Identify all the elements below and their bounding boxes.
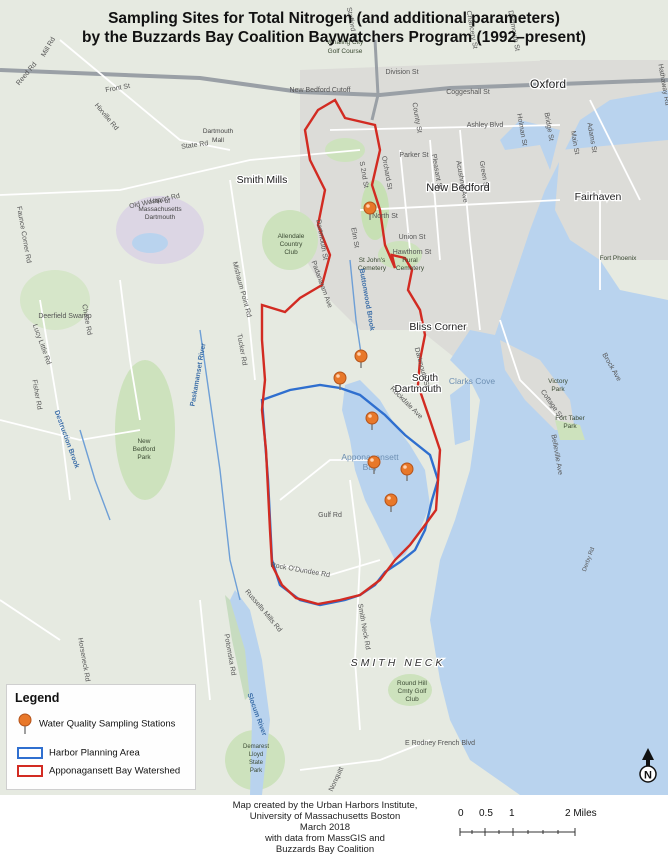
watershed-swatch — [17, 765, 43, 777]
map-label-park: Rural — [402, 257, 418, 264]
harbor-swatch — [17, 747, 43, 759]
map-label-road: Front St — [105, 83, 131, 94]
map-label-road: Green St — [478, 160, 490, 189]
map-label-park: Park — [551, 386, 565, 393]
sampling-station-marker-icon[interactable] — [365, 411, 379, 430]
map-label-town: New Bedford — [426, 182, 490, 194]
map-label-town: Dartmouth — [395, 384, 442, 395]
credit-line: with data from MassGIS and — [265, 833, 385, 844]
map-label-park: Cemetery — [396, 265, 425, 272]
map-label-road: Hawthorn St — [393, 249, 432, 256]
legend-title: Legend — [15, 691, 60, 705]
sampling-station-marker-icon[interactable] — [363, 201, 377, 220]
scale-label: 0.5 — [479, 808, 493, 819]
scale-bar: 0 0.5 1 2 Miles — [455, 808, 655, 844]
map-label-small: Dartmouth — [203, 128, 234, 135]
map-label-park: Lloyd — [249, 752, 263, 758]
legend-panel: Legend Water Quality Sampling Stations H… — [6, 684, 196, 790]
map-label-road: S 2nd St — [358, 161, 370, 189]
map-label-park: Fort Taber — [555, 415, 585, 422]
map-label-small: Mall — [212, 137, 224, 144]
map-credit: Map created by the Urban Harbors Institu… — [210, 800, 440, 855]
map-label-town: Fairhaven — [575, 191, 622, 203]
map-label-town: South — [412, 373, 438, 384]
map-label-small: Dartmouth — [145, 214, 176, 221]
sampling-station-marker-icon[interactable] — [384, 493, 398, 512]
map-label-road: Parker St — [399, 152, 428, 159]
map-label-town: Oxford — [530, 77, 566, 91]
scale-label: 2 Miles — [565, 808, 597, 819]
legend-item-label: Water Quality Sampling Stations — [39, 718, 176, 730]
credit-line: Buzzards Bay Coalition — [275, 844, 375, 855]
map-label-park: Victory — [548, 378, 568, 385]
map-label-road: Deerfield Swamp — [38, 313, 91, 320]
map-label-road: North St — [372, 213, 398, 220]
map-label-park: Cemetery — [358, 265, 387, 272]
map-label-road: E Rodney French Blvd — [405, 740, 475, 747]
map-label-park: Demarest — [243, 744, 269, 750]
map-label-park: New — [137, 438, 150, 445]
legend-item-watershed: Apponagansett Bay Watershed — [17, 765, 180, 777]
map-label-road: Union St — [399, 234, 426, 241]
map-label-road: Gulf Rd — [318, 512, 342, 519]
map-label-road: Hathaway Rd — [656, 63, 668, 106]
credit-line: March 2018 — [299, 822, 351, 833]
map-label-road: Division St — [385, 69, 418, 76]
legend-item-label: Apponagansett Bay Watershed — [49, 765, 181, 777]
map-label-park: Golf Course — [328, 48, 363, 55]
map-label-area: SMITH NECK — [351, 657, 446, 669]
scale-label: 0 — [458, 808, 464, 819]
map-label-small: Massachusetts — [138, 206, 182, 213]
map-label-road: New Bedford Cutoff — [290, 87, 351, 94]
map-label-park: Club — [284, 249, 298, 256]
legend-item-label: Harbor Planning Area — [49, 747, 140, 759]
credit-line: University of Massachusetts Boston — [249, 811, 401, 822]
map-label-road: Elm St — [349, 227, 359, 249]
marker-icon — [18, 713, 32, 734]
sampling-station-marker-icon[interactable] — [333, 371, 347, 390]
watershed-outline — [260, 98, 442, 606]
map-label-road: Ashley Blvd — [467, 122, 504, 129]
map-label-park: Cmty Golf — [398, 688, 427, 695]
map-subtitle: by the Buzzards Bay Coalition Baywatcher… — [82, 29, 586, 46]
map-label-road: Coggeshall St — [446, 89, 490, 96]
map-label-road: Bridge St — [543, 112, 555, 142]
map-label-town: Bliss Corner — [409, 321, 467, 333]
map-label-park: Country — [280, 241, 304, 248]
north-label: N — [644, 770, 652, 782]
map-label-town: Smith Mills — [237, 174, 288, 186]
map-label-park: Fort Phoenix — [600, 255, 638, 262]
sampling-station-marker-icon[interactable] — [367, 455, 381, 474]
sampling-station-marker-icon[interactable] — [400, 462, 414, 481]
map-label-park: State — [249, 760, 264, 766]
map-label-park: Club — [405, 696, 419, 703]
map-label-park: Park — [563, 423, 577, 430]
map-label-park: St John's — [359, 257, 386, 264]
map-label-park: Round Hill — [397, 680, 428, 687]
legend-item-stations: Water Quality Sampling Stations — [17, 713, 175, 735]
map-label-road: Main St — [569, 130, 580, 155]
map-label-park: Whaling City — [327, 39, 364, 46]
map-label-small: Univ of — [150, 198, 170, 205]
sampling-station-marker-icon[interactable] — [354, 349, 368, 368]
map-label-park: Park — [250, 768, 263, 774]
map-label-park: Park — [137, 454, 151, 461]
map-label-road: State Rd — [181, 140, 209, 151]
legend-item-harbor: Harbor Planning Area — [17, 747, 140, 759]
north-arrow-icon: N — [639, 748, 657, 783]
scale-label: 1 — [509, 808, 515, 819]
map-title: Sampling Sites for Total Nitrogen (and a… — [108, 10, 560, 27]
map-label-park: Bedford — [133, 446, 156, 453]
map-label-water: Clarks Cove — [449, 376, 496, 386]
map-label-park: Allendale — [278, 233, 305, 240]
credit-line: Map created by the Urban Harbors Institu… — [232, 800, 418, 811]
